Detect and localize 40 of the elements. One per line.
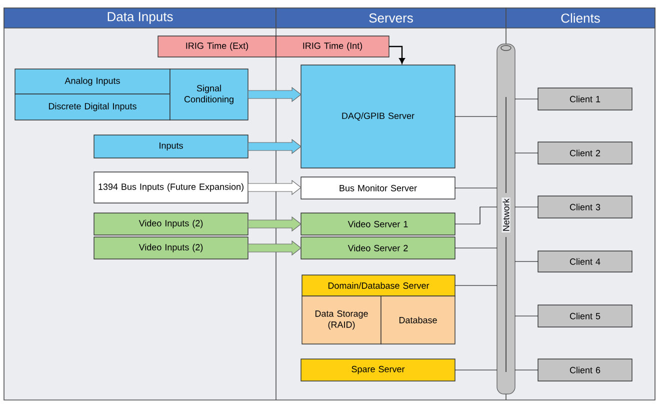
column-header: Clients	[506, 8, 656, 28]
connector-line	[454, 116, 498, 117]
server-box: Spare Server	[300, 358, 456, 382]
input-box: Video Inputs (2)	[94, 212, 248, 236]
connector-line	[514, 261, 538, 262]
connector-line	[454, 206, 498, 224]
connector-line	[514, 206, 538, 208]
network-cylinder: Network	[496, 44, 516, 394]
input-box: Discrete Digital Inputs	[14, 94, 170, 120]
server-box: Domain/Database Server	[302, 274, 456, 296]
arrow	[389, 46, 405, 64]
server-box: Video Server 2	[300, 236, 456, 260]
column-header: Data Inputs	[4, 8, 276, 28]
block-arrow	[248, 216, 302, 232]
client-box: Client 2	[538, 142, 632, 164]
client-box: Client 6	[538, 358, 632, 382]
block-arrow	[248, 86, 302, 102]
server-box: Video Server 1	[300, 212, 456, 236]
server-box: DAQ/GPIB Server	[300, 64, 456, 168]
input-box: 1394 Bus Inputs (Future Expansion)	[94, 172, 248, 204]
client-box: Client 1	[538, 88, 632, 110]
storage-box: Database	[380, 296, 456, 344]
client-box: Client 3	[538, 196, 632, 218]
connector-line	[514, 152, 538, 154]
time-source-box: IRIG Time (Ext)	[158, 36, 276, 58]
process-box: Signal Conditioning	[170, 68, 248, 120]
client-box: Client 5	[538, 304, 632, 328]
connector-line	[454, 285, 498, 286]
column-header: Servers	[276, 8, 506, 28]
block-arrow	[248, 240, 302, 256]
input-box: Inputs	[94, 134, 248, 158]
block-arrow	[248, 138, 302, 154]
storage-box: Data Storage (RAID)	[302, 296, 382, 344]
time-source-box: IRIG Time (Int)	[276, 36, 390, 58]
server-box: Bus Monitor Server	[300, 176, 456, 200]
client-box: Client 4	[538, 250, 632, 272]
input-box: Analog Inputs	[14, 68, 170, 94]
connector-line	[514, 98, 538, 100]
input-box: Video Inputs (2)	[94, 236, 248, 260]
block-arrow	[248, 180, 302, 196]
